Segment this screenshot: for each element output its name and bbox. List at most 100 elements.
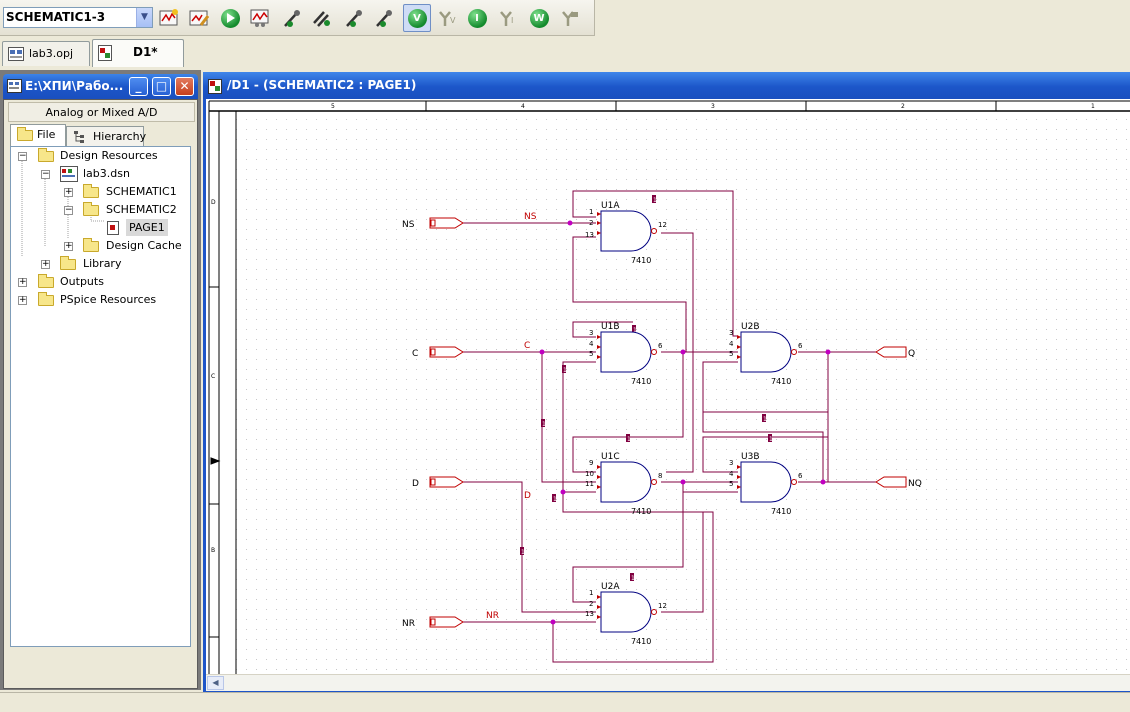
pin-number: 3: [729, 459, 733, 467]
project-file-icon: [8, 47, 24, 61]
show-current-on-pins-icon: I: [500, 11, 513, 26]
gate-u1a[interactable]: U1A 1 2 13 12 7410: [585, 201, 667, 265]
expand-icon[interactable]: +: [18, 277, 27, 287]
power-marker-button[interactable]: [372, 6, 396, 30]
pin-number: 5: [729, 480, 733, 488]
schematic-canvas[interactable]: 5 4 3 2 1 D C B: [206, 99, 1130, 691]
folder-icon: [38, 274, 54, 288]
gate-ref: U1B: [601, 322, 620, 332]
edit-simulation-profile-button[interactable]: [187, 6, 211, 30]
page-border: [208, 100, 1130, 674]
scroll-left-icon[interactable]: ◀: [207, 676, 224, 690]
tab-file[interactable]: File: [10, 124, 66, 146]
voltage-marker-button[interactable]: [280, 6, 304, 30]
pin-number: 4: [729, 470, 734, 478]
pin-number: 4: [729, 340, 734, 348]
collapse-icon[interactable]: −: [64, 205, 73, 215]
schematic-selector-value: SCHEMATIC1-3: [6, 10, 106, 24]
tree-label: Library: [83, 257, 122, 270]
pin-number: 6: [798, 472, 803, 480]
tree-item-schematic1[interactable]: + SCHEMATIC1: [11, 183, 192, 201]
project-tree: − Design Resources − lab3.dsn + SCHEMATI…: [10, 146, 191, 647]
tree-label: SCHEMATIC1: [106, 185, 177, 198]
view-simulation-results-button[interactable]: [248, 6, 272, 30]
gate-type: 7410: [631, 256, 651, 265]
tab-hierarchy-label: Hierarchy: [93, 130, 147, 143]
pin-number: 9: [589, 459, 593, 467]
show-power-button[interactable]: [558, 6, 582, 30]
horizontal-scrollbar[interactable]: ◀: [206, 674, 1130, 691]
new-simulation-profile-button[interactable]: [157, 6, 181, 30]
enable-bias-current-button[interactable]: I: [465, 6, 489, 30]
status-bar: [0, 692, 1130, 712]
collapse-icon[interactable]: −: [18, 151, 27, 161]
minimize-button[interactable]: _: [129, 77, 148, 96]
gate-u1b[interactable]: U1B 3 4 5 6 7410: [589, 322, 663, 386]
pin-number: 10: [585, 470, 594, 478]
collapse-icon[interactable]: −: [41, 169, 50, 179]
show-voltage-on-pins-button[interactable]: V: [435, 6, 459, 30]
net-marker-label: 1: [563, 367, 567, 374]
project-manager-title: E:\ХПИ\Рабо...: [25, 79, 124, 93]
enable-bias-voltage-button[interactable]: V: [403, 4, 431, 32]
port-d[interactable]: D: [412, 476, 464, 489]
run-pspice-icon: [220, 8, 240, 28]
maximize-icon: □: [155, 79, 168, 93]
gate-ref: U1A: [601, 201, 620, 211]
port-q[interactable]: Q: [875, 346, 915, 359]
close-icon: ✕: [179, 79, 190, 93]
gate-u1c[interactable]: U1C 9 10 11 8 7410: [585, 452, 662, 516]
tab-project-label: lab3.opj: [29, 47, 74, 60]
close-button[interactable]: ✕: [175, 77, 194, 96]
edit-simulation-profile-icon: [189, 10, 209, 26]
port-nr[interactable]: NR: [402, 616, 464, 629]
chevron-down-icon[interactable]: ▼: [136, 8, 152, 27]
tree-item-pspice-resources[interactable]: + PSpice Resources: [11, 291, 192, 309]
gate-u2a[interactable]: U2A 1 2 13 12 7410: [585, 582, 667, 646]
schematic-drawing[interactable]: 5 4 3 2 1 D C B: [206, 99, 1130, 674]
tab-hierarchy[interactable]: Hierarchy: [66, 126, 147, 146]
gate-ref: U3B: [741, 452, 760, 462]
tab-schematic-d1[interactable]: D1*: [92, 39, 184, 67]
tree-label: Design Cache: [106, 239, 182, 252]
schematic-titlebar[interactable]: /D1 - (SCHEMATIC2 : PAGE1): [203, 72, 1130, 99]
pin-number: 6: [658, 342, 663, 350]
schematic-page-icon: [98, 45, 112, 61]
pin-number: 13: [585, 231, 594, 239]
pin-number: 4: [589, 340, 594, 348]
tree-item-page1[interactable]: PAGE1: [11, 219, 192, 237]
net-marker-label: 1: [763, 416, 767, 423]
tab-project[interactable]: lab3.opj: [2, 41, 90, 66]
pin-number: 2: [589, 600, 593, 608]
pin-number: 3: [589, 329, 593, 337]
tree-item-library[interactable]: + Library: [11, 255, 192, 273]
expand-icon[interactable]: +: [18, 295, 27, 305]
port-label: C: [412, 349, 418, 359]
gate-u2b[interactable]: U2B 3 4 5 6 7410: [729, 322, 803, 386]
gate-ref: U1C: [601, 452, 620, 462]
enable-bias-power-button[interactable]: W: [527, 6, 551, 30]
expand-icon[interactable]: +: [41, 259, 50, 269]
expand-icon[interactable]: +: [64, 241, 73, 251]
port-ns[interactable]: NS: [402, 217, 464, 230]
expand-icon[interactable]: +: [64, 187, 73, 197]
maximize-button[interactable]: □: [152, 77, 171, 96]
net-label-c: C: [524, 341, 530, 351]
voltage-differential-marker-button[interactable]: [310, 6, 334, 30]
tree-item-design-resources[interactable]: − Design Resources: [11, 147, 192, 165]
tree-item-schematic2[interactable]: − SCHEMATIC2: [11, 201, 192, 219]
project-manager-titlebar[interactable]: E:\ХПИ\Рабо... _ □ ✕: [3, 74, 198, 99]
wires: [463, 190, 876, 663]
gate-u3b[interactable]: U3B 3 4 5 6 7410: [729, 452, 803, 516]
svg-text:I: I: [511, 16, 513, 25]
port-c[interactable]: C: [412, 346, 464, 359]
run-pspice-button[interactable]: [218, 6, 242, 30]
tree-item-lab3-dsn[interactable]: − lab3.dsn: [11, 165, 192, 183]
tree-item-design-cache[interactable]: + Design Cache: [11, 237, 192, 255]
current-marker-button[interactable]: [342, 6, 366, 30]
port-nq[interactable]: NQ: [875, 476, 922, 489]
schematic-selector[interactable]: SCHEMATIC1-3 ▼: [3, 7, 153, 28]
show-current-on-pins-button[interactable]: I: [496, 6, 520, 30]
schematic-page-icon: [107, 221, 119, 235]
tree-item-outputs[interactable]: + Outputs: [11, 273, 192, 291]
